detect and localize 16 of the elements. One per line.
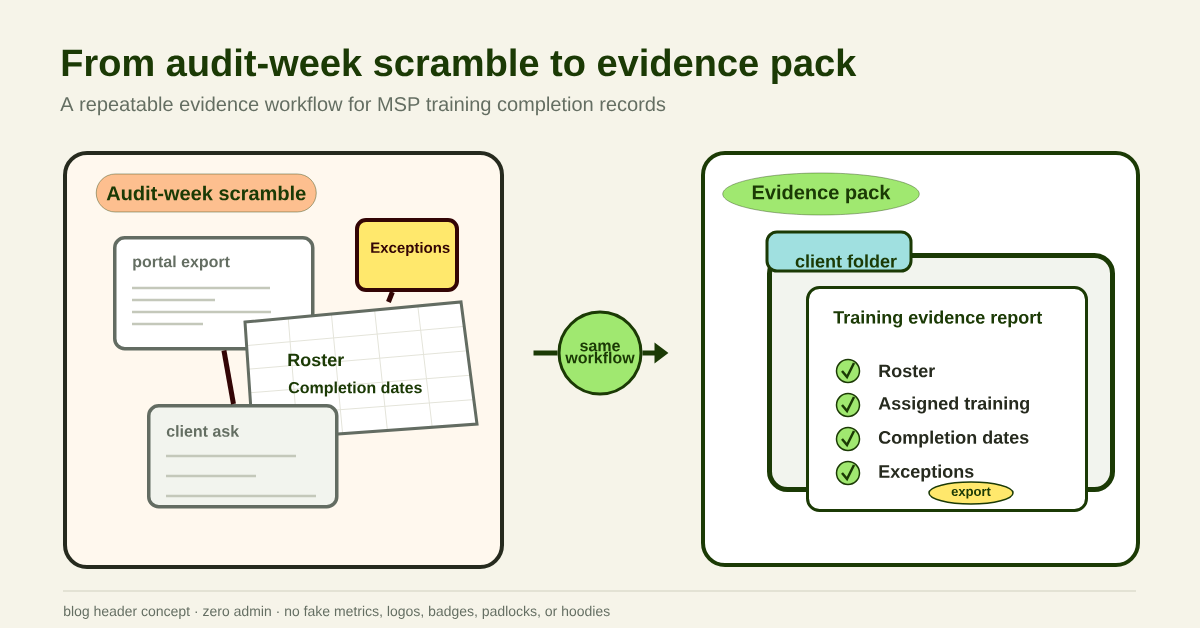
document-card: client ask: [147, 404, 339, 509]
checklist-item: Exceptions: [879, 464, 974, 482]
checklist-item: Completion dates: [878, 430, 1029, 448]
document-card: portal export: [113, 236, 315, 351]
note-card: Exceptions: [355, 218, 459, 292]
connector: [386, 291, 395, 303]
export-badge: export: [928, 481, 1014, 505]
connector: [221, 350, 236, 405]
checklist-item: Roster: [879, 364, 935, 378]
checklist-item: Assigned training: [878, 396, 1029, 414]
title: From audit-week scramble to evidence pack: [62, 48, 857, 84]
connector: [533, 350, 558, 356]
report-heading: Training evidence report: [833, 310, 1043, 328]
subtitle: A repeatable evidence workflow for MSP training completion records: [60, 96, 666, 116]
footer-note: blog header concept · zero admin · no fake metrics, logos, badges, padlocks, or hoodies: [64, 605, 610, 619]
heading-pill: Audit-week scramble: [96, 173, 317, 213]
